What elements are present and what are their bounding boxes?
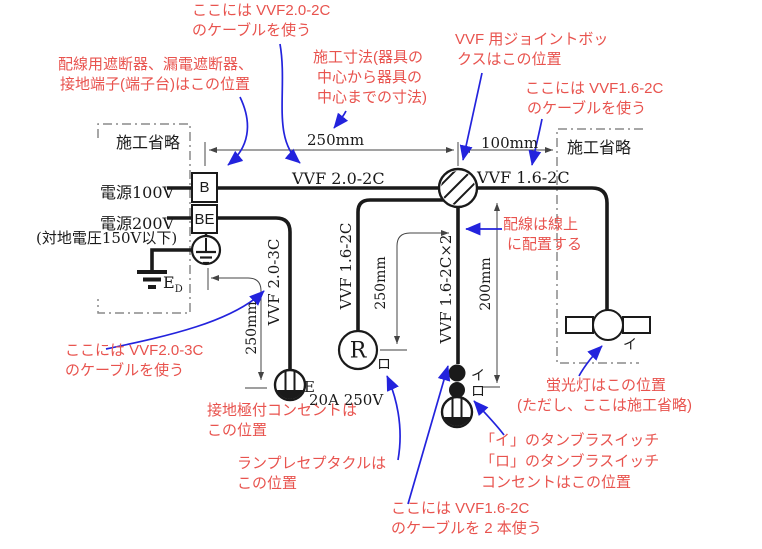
annotation-line: (ただし、ここは施工省略) [517, 397, 692, 414]
breaker-box-symbol [191, 172, 218, 203]
earth-e: E [163, 273, 175, 292]
dimension-outlet-drop-label: 250mm [244, 301, 260, 355]
arrow-cable-2020 [279, 43, 301, 164]
dimension-switch-drop-label: 200mm [478, 257, 494, 311]
arrow-dimension-note [333, 110, 349, 129]
annotation-line: ここには VVF1.6-2C [391, 500, 530, 517]
annotation-cable-1620: ここには VVF1.6-2C のケーブルを使う [525, 79, 663, 119]
fluorescent-circuit-label: イ [623, 337, 637, 353]
dimension-100mm-top-label: 100mm [481, 134, 539, 152]
earth-terminal-ed-label: ED [163, 273, 183, 295]
dimension-250mm-receptacle [393, 229, 449, 344]
annotation-line: VVF 用ジョイントボッ [455, 31, 609, 48]
wire-earth-terminal-to-ground [150, 248, 192, 271]
receptacle-circuit-label: ロ [377, 357, 391, 373]
ground-symbol [137, 270, 167, 289]
annotation-cable-2020: ここには VVF2.0-2C のケーブルを使う [192, 1, 330, 41]
receptacle-letter: R [349, 338, 367, 364]
annotation-line: 「イ」のタンブラスイッチ [480, 432, 660, 449]
cable-receptacle-label: VVF 1.6-2C [337, 222, 355, 310]
fluorescent-light-symbol [565, 309, 651, 341]
cable-main-label: VVF 2.0-2C [292, 169, 385, 188]
outlet-switch-stack-symbol [440, 395, 474, 429]
arrow-cable-1620-double [407, 365, 451, 505]
dimension-ticks [204, 142, 500, 389]
outlet-rating-label: 20A 250V [309, 391, 384, 409]
annotation-line: 「ロ」のタンブラスイッチ [480, 453, 660, 470]
cable-fluorescent-label: VVF 1.6-2C [477, 168, 570, 187]
outlet-e-symbol [273, 368, 307, 402]
annotation-line: 中心から器具の [317, 69, 423, 86]
switch-i-label: イ [471, 368, 485, 384]
annotation-breakers: 配線用遮断器、漏電遮断器、 接地端子(端子台)はこの位置 [58, 55, 253, 95]
lamp-receptacle-symbol [337, 329, 379, 371]
annotation-line: のケーブルを 2 本使う [391, 520, 542, 537]
earth-leakage-breaker-box-symbol [191, 204, 218, 234]
dimension-250mm-top-label: 250mm [307, 131, 365, 149]
annotation-line: 蛍光灯はこの位置 [546, 377, 667, 394]
annotation-line: に配置する [507, 236, 583, 253]
annotation-line: 配線は線上 [503, 216, 579, 233]
annotation-line: 接地極付コンセントは [207, 402, 358, 419]
annotation-outlet-e: 接地極付コンセントは この位置 [207, 401, 357, 441]
annotation-line: ここには VVF1.6-2C [525, 80, 664, 97]
annotation-line: のケーブルを使う [527, 100, 647, 117]
arrow-cable-2030 [105, 290, 265, 350]
annotation-line: 接地端子(端子台)はこの位置 [60, 76, 250, 93]
cable-switches-label: VVF 1.6-2C×2 [437, 234, 455, 344]
switch-ro-label: ロ [471, 384, 485, 400]
annotation-line: ここには VVF2.0-2C [192, 2, 331, 19]
arrow-receptacle [386, 375, 401, 461]
annotation-line: この位置 [207, 422, 268, 439]
omission-region-right [556, 128, 643, 364]
annotation-line: ここには VVF2.0-3C [65, 342, 204, 359]
breaker-letter: B [199, 179, 210, 196]
voltage-note-label: (対地電圧150V以下) [36, 229, 178, 247]
joint-box-symbol [437, 167, 479, 209]
wire-main-and-fluorescent [167, 186, 609, 310]
switch-i-symbol [448, 364, 466, 382]
annotation-line: 配線用遮断器、漏電遮断器、 [58, 56, 254, 73]
outlet-e-letter: E [304, 378, 315, 396]
annotation-cable-2030: ここには VVF2.0-3C のケーブルを使う [65, 341, 203, 381]
annotation-line: ランプレセプタクルは [237, 455, 387, 472]
annotation-joint-box: VVF 用ジョイントボッ クスはこの位置 [455, 30, 608, 70]
annotation-on-line: 配線は線上 に配置する [503, 215, 582, 255]
earth-terminal-symbol [190, 234, 222, 266]
arrow-joint-box [459, 72, 483, 161]
annotation-receptacle: ランプレセプタクルは この位置 [237, 454, 386, 494]
annotation-line: クスはこの位置 [457, 51, 562, 68]
switch-ro-symbol [449, 382, 465, 398]
arrow-fluorescent [578, 345, 603, 377]
annotation-switches: 「イ」のタンブラスイッチ 「ロ」のタンブラスイッチ コンセントはこの位置 [480, 430, 659, 493]
arrow-cable-1620 [528, 118, 543, 166]
omission-left-label: 施工省略 [116, 133, 181, 152]
annotation-line: コンセントはこの位置 [481, 474, 632, 491]
source-100v-label: 電源100V [100, 183, 175, 202]
wire-joint-to-receptacle [356, 198, 458, 331]
annotation-line: のケーブルを使う [65, 362, 185, 379]
wire-be-to-outlet-e [167, 216, 292, 370]
omission-right-label: 施工省略 [567, 138, 632, 157]
annotation-arrows [105, 43, 603, 505]
arrow-switches [473, 400, 505, 436]
cable-outlet-e-label: VVF 2.0-3C [265, 238, 283, 326]
annotation-line: この位置 [237, 475, 298, 492]
annotation-line: 施工寸法(器具の [313, 49, 423, 66]
source-200v-label: 電源200V [100, 214, 175, 233]
dimension-receptacle-drop-label: 250mm [373, 256, 389, 310]
annotation-line: のケーブルを使う [192, 22, 312, 39]
annotation-fluorescent: 蛍光灯はこの位置 (ただし、ここは施工省略) [517, 376, 692, 416]
annotation-dimension-note: 施工寸法(器具の 中心から器具の 中心までの寸法) [313, 48, 427, 108]
annotation-cable-1620-double: ここには VVF1.6-2C のケーブルを 2 本使う [391, 499, 542, 539]
earth-d-sub: D [174, 284, 183, 296]
annotation-line: 中心までの寸法) [317, 89, 427, 106]
earth-leakage-breaker-letter: BE [194, 210, 215, 228]
arrow-breakers [227, 96, 249, 166]
